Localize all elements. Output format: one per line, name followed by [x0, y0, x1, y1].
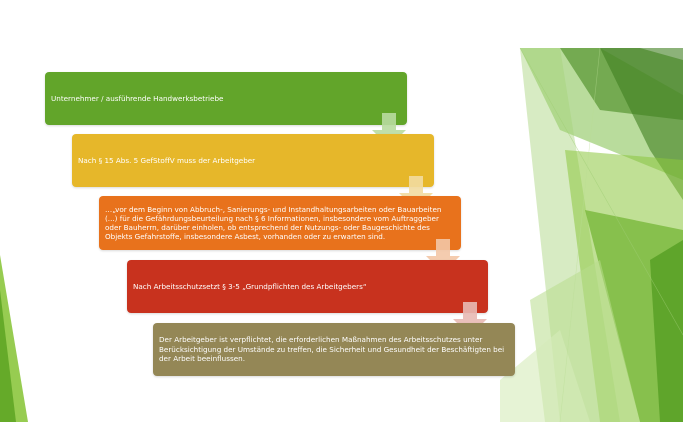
step-1-box: Unternehmer / ausführende Handwerksbetri…	[45, 72, 407, 125]
step-4-text: Nach Arbeitsschutzsetzt § 3-5 „Grundpfli…	[133, 281, 367, 291]
step-3-box: …„vor dem Beginn von Abbruch-, Sanierung…	[99, 196, 461, 250]
step-5-box: Der Arbeitgeber ist verpflichtet, die er…	[153, 323, 515, 376]
step-1-text: Unternehmer / ausführende Handwerksbetri…	[51, 93, 224, 103]
step-2-text: Nach § 15 Abs. 5 GefStoffV muss der Arbe…	[78, 155, 256, 165]
step-4-box: Nach Arbeitsschutzsetzt § 3-5 „Grundpfli…	[127, 260, 488, 313]
step-5-text: Der Arbeitgeber ist verpflichtet, die er…	[159, 335, 505, 364]
step-3-text: …„vor dem Beginn von Abbruch-, Sanierung…	[105, 205, 442, 241]
step-2-box: Nach § 15 Abs. 5 GefStoffV muss der Arbe…	[72, 134, 434, 187]
